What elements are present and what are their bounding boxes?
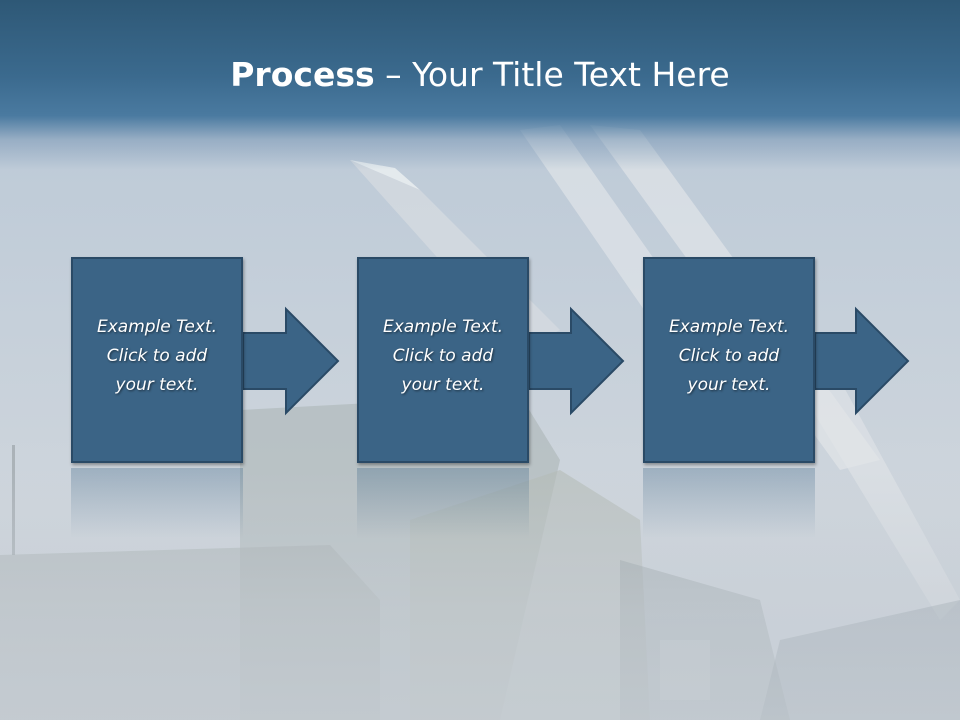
arrow-right-icon (528, 306, 625, 416)
slide-title[interactable]: Process – Your Title Text Here (0, 52, 960, 98)
step-2-box[interactable]: Example Text. Click to add your text. (357, 257, 529, 463)
step-2-text[interactable]: Example Text. Click to add your text. (382, 317, 504, 395)
title-rest: – Your Title Text Here (374, 55, 730, 94)
step-2-reflection (357, 468, 529, 538)
title-band (0, 0, 960, 170)
step-3-reflection (643, 468, 815, 538)
arrow-right-icon (242, 306, 340, 416)
step-1-reflection (71, 468, 243, 538)
step-3-box[interactable]: Example Text. Click to add your text. (643, 257, 815, 463)
step-3-text[interactable]: Example Text. Click to add your text. (668, 317, 790, 395)
step-1-text[interactable]: Example Text. Click to add your text. (96, 317, 218, 395)
step-1-box[interactable]: Example Text. Click to add your text. (71, 257, 243, 463)
arrow-right-icon (814, 306, 910, 416)
foreground-haze (0, 470, 960, 720)
title-bold: Process (230, 55, 375, 94)
